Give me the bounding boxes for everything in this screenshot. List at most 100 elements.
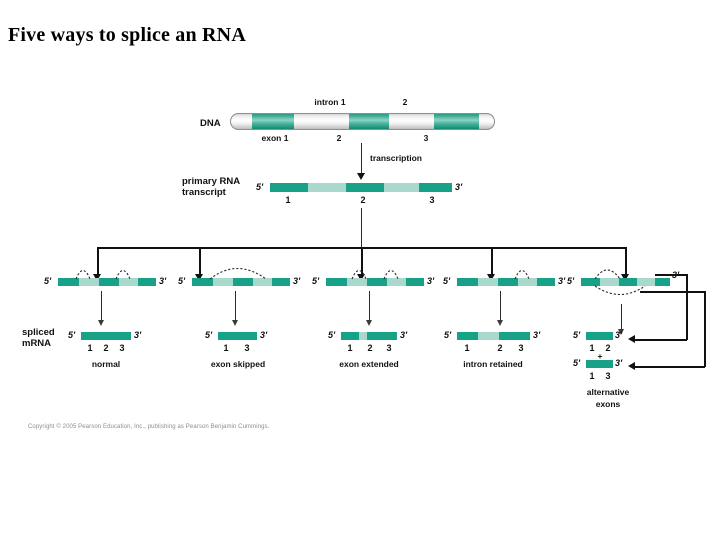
p4-exon-2: [498, 278, 518, 286]
dna-intron-2: [389, 113, 434, 130]
p4-exon-1: [457, 278, 478, 286]
p4-5prime: 5': [443, 276, 451, 286]
pr3-num-2: 2: [367, 343, 373, 353]
pr5b-3prime: 3': [615, 358, 623, 368]
branch-arrow-5: [620, 274, 629, 281]
primary-transcript-bar: [270, 183, 452, 192]
pr5a-3prime: 3': [615, 330, 623, 340]
p2-intron-2: [253, 278, 272, 286]
p5-connector-top-v: [686, 274, 689, 340]
branch-drop-5: [625, 247, 628, 277]
pr3-3prime: 3': [400, 330, 408, 340]
p3-5prime: 5': [312, 276, 320, 286]
p1-5prime: 5': [44, 276, 52, 286]
pr2-bar: [218, 332, 257, 340]
plus-sign: +: [597, 351, 603, 361]
p4-intron-1: [478, 278, 498, 286]
pr4-num-3: 3: [518, 343, 524, 353]
p5-product-arrow-head: [617, 329, 624, 335]
pr5b-5prime: 5': [573, 358, 581, 368]
dna-intron1-label: intron 1: [314, 97, 346, 107]
pr1-exons: [81, 332, 131, 340]
p5-5prime: 5': [567, 276, 575, 286]
p4-3prime: 3': [558, 276, 566, 286]
pr1-num-3: 3: [119, 343, 125, 353]
pr1-5prime: 5': [68, 330, 76, 340]
primary-transcript-3prime: 3': [455, 182, 463, 192]
pr1-bar: [81, 332, 131, 340]
caption-alternative-exons-line1: alternative: [586, 387, 630, 397]
pr5b-num-1: 1: [589, 371, 595, 381]
primary-transcript-label-line2: transcript: [182, 187, 226, 198]
dna-exon1-label: exon 1: [261, 133, 289, 143]
pr4-exon-2-3: [499, 332, 530, 340]
p2-product-arrow-head: [231, 320, 238, 326]
p1-3prime: 3': [159, 276, 167, 286]
p1-exon-1: [58, 278, 79, 286]
pr4-5prime: 5': [444, 330, 452, 340]
p2-3prime: 3': [293, 276, 301, 286]
dna-intron-1: [294, 113, 349, 130]
pr5a-num-1: 1: [589, 343, 595, 353]
branch-stem: [361, 208, 363, 248]
p1-intron-1: [79, 278, 99, 286]
p2-exon-2: [233, 278, 253, 286]
pt-exon-1: [270, 183, 308, 192]
p3-intron-1: [347, 278, 367, 286]
transcription-label: transcription: [370, 153, 422, 163]
pt-exon-2: [346, 183, 384, 192]
p3-product-arrow-head: [365, 320, 372, 326]
dna-cap-right: [479, 113, 495, 130]
p5-connector-top-in: [634, 339, 687, 341]
branch-arrow-2: [194, 274, 203, 281]
spliced-mrna-label-line1: spliced: [22, 327, 55, 338]
p2-intron-1: [213, 278, 233, 286]
p5-connector-top-h: [655, 274, 687, 276]
p4-intron-2: [518, 278, 537, 286]
pr2-5prime: 5': [205, 330, 213, 340]
p5-connector-bot-in: [634, 366, 705, 368]
p5-exon-1: [581, 278, 600, 286]
transcription-arrow-shaft: [361, 143, 363, 176]
p1-intron-2: [119, 278, 138, 286]
pt-number-3: 3: [429, 195, 435, 205]
p1-product-arrow-shaft: [101, 291, 103, 323]
pr2-num-1: 1: [223, 343, 229, 353]
caption-exon-extended: exon extended: [339, 359, 399, 369]
dna-exon2-label: 2: [336, 133, 342, 143]
p1-product-arrow-head: [97, 320, 104, 326]
pr5b-bar: [586, 360, 613, 368]
dna-label: DNA: [200, 118, 221, 129]
pr5a-5prime: 5': [573, 330, 581, 340]
pr4-3prime: 3': [533, 330, 541, 340]
branch-drop-2: [199, 247, 202, 277]
p5-connector-bot-h: [640, 291, 705, 293]
p3-precursor-bar: [326, 278, 424, 286]
primary-transcript-5prime: 5': [256, 182, 264, 192]
pr5b-exons: [586, 360, 613, 368]
dna-intron2-label: 2: [402, 97, 408, 107]
pr3-num-1: 1: [347, 343, 353, 353]
p1-precursor-bar: [58, 278, 156, 286]
pr5a-exons: [586, 332, 613, 340]
dna-exon-2: [349, 113, 389, 130]
p5-intron-1: [600, 278, 619, 286]
page-title: Five ways to splice an RNA: [8, 24, 246, 46]
dna-strand: [230, 113, 495, 130]
pr5b-num-2: 3: [605, 371, 611, 381]
branch-drop-4: [491, 247, 494, 277]
caption-normal: normal: [91, 359, 121, 369]
caption-alternative-exons-line2: exons: [595, 399, 621, 409]
transcription-arrow-head: [357, 173, 365, 180]
pr3-extension: [359, 332, 367, 340]
p3-product-arrow-shaft: [369, 291, 371, 323]
pt-exon-3: [419, 183, 452, 192]
primary-transcript-label-line1: primary RNA: [182, 176, 241, 187]
p5-connector-bot-arrow: [628, 362, 635, 370]
p5-exon-2: [619, 278, 637, 286]
p4-product-arrow-head: [496, 320, 503, 326]
pr1-3prime: 3': [134, 330, 142, 340]
pr2-3prime: 3': [260, 330, 268, 340]
p3-exon-1: [326, 278, 347, 286]
